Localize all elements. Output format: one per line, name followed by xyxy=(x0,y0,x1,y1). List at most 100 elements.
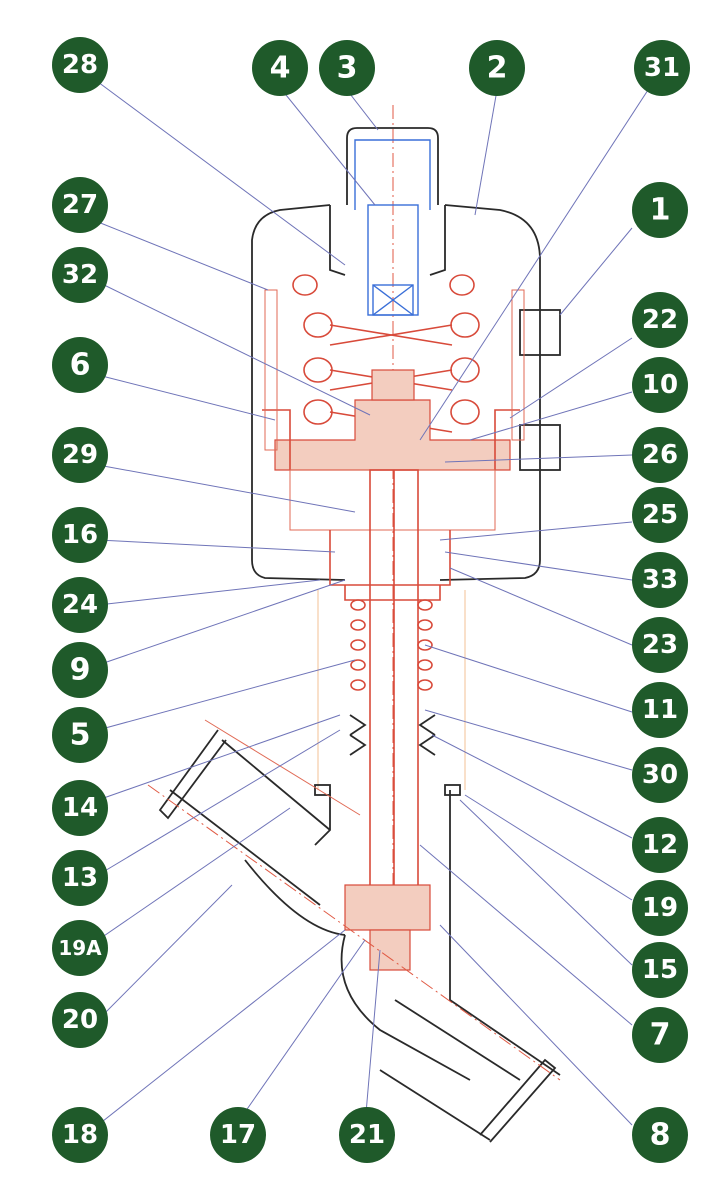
badge-7: 7 xyxy=(632,1007,688,1063)
housing-right xyxy=(439,204,541,581)
badge-11: 11 xyxy=(632,682,688,738)
badge-label: 3 xyxy=(337,51,358,86)
body-nut-left xyxy=(314,784,331,796)
badge-20: 20 xyxy=(52,992,108,1048)
badge-6: 6 xyxy=(52,337,108,393)
badge-label: 26 xyxy=(642,440,678,470)
badge-label: 25 xyxy=(642,500,678,530)
badge-8: 8 xyxy=(632,1107,688,1163)
gland xyxy=(329,530,451,586)
badge-25: 25 xyxy=(632,487,688,543)
badge-16: 16 xyxy=(52,507,108,563)
badge-label: 6 xyxy=(70,348,91,383)
badge-27: 27 xyxy=(52,177,108,233)
badge-23: 23 xyxy=(632,617,688,673)
badge-28: 28 xyxy=(52,37,108,93)
left-wall-liner xyxy=(264,289,278,451)
badge-label: 5 xyxy=(70,718,91,753)
badge-15: 15 xyxy=(632,942,688,998)
inlet-pipe xyxy=(169,739,331,906)
port-lower xyxy=(519,424,561,471)
body-centerline xyxy=(147,784,561,1081)
badge-14: 14 xyxy=(52,780,108,836)
badge-21: 21 xyxy=(339,1107,395,1163)
badge-label: 21 xyxy=(349,1120,385,1150)
badge-26: 26 xyxy=(632,427,688,483)
right-wall-liner xyxy=(511,289,525,441)
lower-spring xyxy=(350,599,433,691)
badge-label: 33 xyxy=(642,565,678,595)
body-nut-right xyxy=(444,784,461,796)
badge-label: 1 xyxy=(650,193,671,228)
angle-body xyxy=(147,719,561,1143)
badge-30: 30 xyxy=(632,747,688,803)
bushing xyxy=(344,585,441,601)
leader-lines xyxy=(97,81,649,1126)
indicator-cross xyxy=(372,284,414,316)
badge-label: 30 xyxy=(642,760,678,790)
port-upper xyxy=(519,309,561,356)
badge-label: 18 xyxy=(62,1120,98,1150)
valve-plug xyxy=(344,884,431,931)
badge-label: 8 xyxy=(650,1118,671,1153)
body-right-wall xyxy=(449,830,561,1076)
badge-label: 24 xyxy=(62,590,98,620)
outlet-flange xyxy=(479,1058,557,1143)
badge-5: 5 xyxy=(52,707,108,763)
badge-9: 9 xyxy=(52,642,108,698)
piston-nut xyxy=(371,369,415,401)
inlet-flange xyxy=(158,729,227,820)
badge-label: 15 xyxy=(642,955,678,985)
indicator-cap-inner xyxy=(354,139,431,210)
plug-stem-tip xyxy=(369,929,411,971)
badge-label: 7 xyxy=(650,1018,671,1053)
packing-rings xyxy=(349,714,436,756)
indicator-cap xyxy=(346,127,439,205)
neck xyxy=(314,790,451,846)
badge-label: 19 xyxy=(642,893,678,923)
badge-label: 28 xyxy=(62,50,98,80)
badge-label: 10 xyxy=(642,370,678,400)
badge-label: 32 xyxy=(62,260,98,290)
badge-31: 31 xyxy=(634,40,690,96)
badge-18: 18 xyxy=(52,1107,108,1163)
badge-17: 17 xyxy=(210,1107,266,1163)
badge-12: 12 xyxy=(632,817,688,873)
badge-label: 12 xyxy=(642,830,678,860)
badge-label: 2 xyxy=(487,51,508,86)
badge-10: 10 xyxy=(632,357,688,413)
badge-label: 9 xyxy=(70,653,91,688)
badge-label: 29 xyxy=(62,440,98,470)
badge-19A: 19A xyxy=(52,920,108,976)
badge-22: 22 xyxy=(632,292,688,348)
badge-label: 11 xyxy=(642,695,678,725)
main-spring xyxy=(292,274,480,468)
badge-label: 20 xyxy=(62,1005,98,1035)
badge-label: 27 xyxy=(62,190,98,220)
badge-19: 19 xyxy=(632,880,688,936)
badge-label: 14 xyxy=(62,793,98,823)
badge-13: 13 xyxy=(52,850,108,906)
badge-2: 2 xyxy=(469,40,525,96)
badge-label: 4 xyxy=(270,51,291,86)
badge-label: 23 xyxy=(642,630,678,660)
badge-4: 4 xyxy=(252,40,308,96)
badge-label: 19A xyxy=(58,936,102,960)
badge-1: 1 xyxy=(632,182,688,238)
badge-label: 13 xyxy=(62,863,98,893)
neck-outline xyxy=(317,590,466,790)
outlet-pipe xyxy=(379,999,521,1141)
body-lower-wall xyxy=(244,859,471,1081)
housing-left xyxy=(251,204,346,581)
badge-label: 17 xyxy=(220,1120,256,1150)
piston xyxy=(274,399,511,471)
badge-label: 16 xyxy=(62,520,98,550)
badge-29: 29 xyxy=(52,427,108,483)
badge-33: 33 xyxy=(632,552,688,608)
housing-neck xyxy=(329,205,446,276)
badge-32: 32 xyxy=(52,247,108,303)
badge-3: 3 xyxy=(319,40,375,96)
badge-label: 22 xyxy=(642,305,678,335)
